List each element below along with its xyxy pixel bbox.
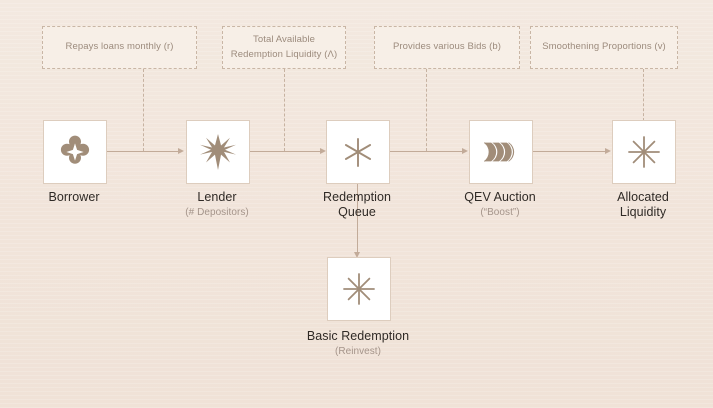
node-allocated-liquidity[interactable] — [612, 120, 676, 184]
flow-arrowhead-auction-to-allocated — [605, 148, 611, 154]
annotation-repays-loans: Repays loans monthly (r) — [42, 26, 197, 69]
four-chevron-discs-icon — [482, 139, 520, 165]
node-qev-auction[interactable] — [469, 120, 533, 184]
flow-line-auction-to-allocated — [533, 151, 605, 152]
node-sublabel-basic-redemption: (Reinvest) — [334, 346, 382, 358]
dashed-connector-smoothening — [643, 69, 644, 121]
node-sublabel-lender: (# Depositors) — [185, 207, 249, 219]
annotation-total-liquidity: Total Available Redemption Liquidity (Λ) — [222, 26, 346, 69]
dashed-connector-provides-bids — [426, 69, 427, 151]
node-label-borrower: Borrower — [14, 190, 134, 205]
node-label-basic-redemption: Basic Redemption (Reinvest) — [283, 329, 433, 360]
node-label-allocated-liquidity-text2: Liquidity — [619, 205, 667, 220]
node-redemption-queue[interactable] — [326, 120, 390, 184]
node-label-redemption-queue-text2: Queue — [338, 205, 376, 220]
node-label-allocated-liquidity-text: Allocated — [617, 190, 669, 204]
flow-line-lender-to-queue — [248, 151, 320, 152]
flow-arrowhead-borrower-to-lender — [178, 148, 184, 154]
dashed-connector-total-liquidity — [284, 69, 285, 151]
node-label-lender: Lender (# Depositors) — [157, 190, 277, 221]
node-borrower[interactable] — [43, 120, 107, 184]
node-label-redemption-queue: Redemption Queue — [297, 190, 417, 221]
node-label-redemption-queue-text: Redemption — [323, 190, 391, 204]
flow-arrowhead-queue-to-basic-redemption — [354, 252, 360, 258]
node-label-basic-redemption-text: Basic Redemption — [306, 329, 410, 343]
node-lender[interactable] — [186, 120, 250, 184]
eight-spoke-asterisk-icon — [626, 134, 662, 170]
flow-arrowhead-lender-to-queue — [320, 148, 326, 154]
quatrefoil-star-icon — [57, 134, 93, 170]
annotation-smoothening: Smoothening Proportions (v) — [530, 26, 678, 69]
annotation-provides-bids-text: Provides various Bids (b) — [392, 41, 502, 53]
node-label-qev-auction: QEV Auction (“Boost”) — [440, 190, 560, 221]
flow-arrowhead-queue-to-auction — [462, 148, 468, 154]
annotation-total-liquidity-line1: Total Available — [252, 33, 316, 45]
eight-point-star-filled-icon — [199, 133, 237, 171]
annotation-total-liquidity-line2: Redemption Liquidity (Λ) — [230, 48, 338, 60]
six-spoke-asterisk-icon — [341, 135, 375, 169]
flow-line-borrower-to-lender — [106, 151, 178, 152]
node-basic-redemption[interactable] — [327, 257, 391, 321]
eight-spoke-asterisk-icon — [341, 271, 377, 307]
flow-line-queue-to-basic-redemption — [357, 182, 358, 252]
annotation-provides-bids: Provides various Bids (b) — [374, 26, 520, 69]
flow-line-queue-to-auction — [390, 151, 462, 152]
node-sublabel-qev-auction: (“Boost”) — [480, 207, 520, 219]
node-label-lender-text: Lender — [197, 190, 237, 204]
annotation-smoothening-text: Smoothening Proportions (v) — [542, 41, 666, 53]
dashed-connector-repays-loans — [143, 69, 144, 151]
node-label-qev-auction-text: QEV Auction — [464, 190, 536, 204]
annotation-repays-loans-text: Repays loans monthly (r) — [65, 41, 174, 53]
node-label-borrower-text: Borrower — [48, 190, 100, 204]
node-label-allocated-liquidity: Allocated Liquidity — [583, 190, 703, 221]
